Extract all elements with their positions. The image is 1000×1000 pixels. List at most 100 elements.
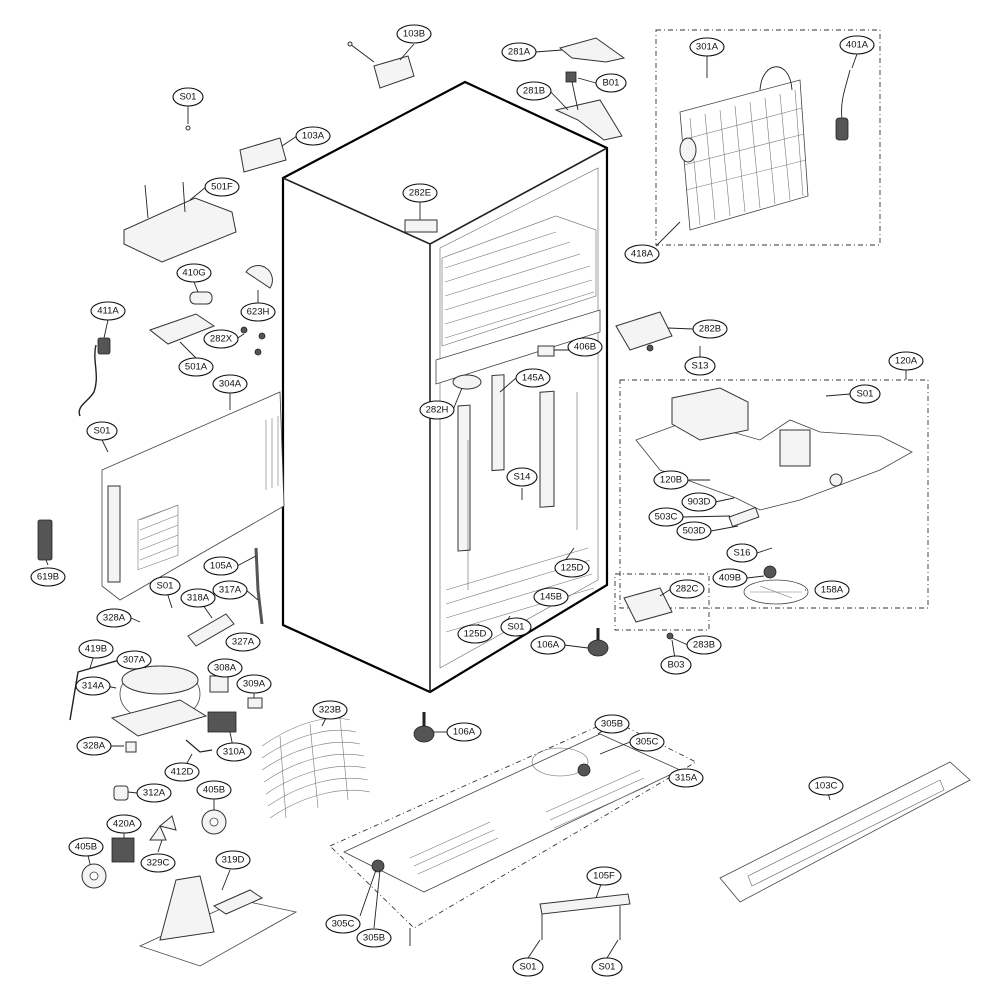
callout-503C[interactable]: 503C [648, 507, 684, 527]
callout-412D[interactable]: 412D [164, 762, 200, 782]
callout-145B[interactable]: 145B [533, 587, 569, 607]
svg-text:319D: 319D [222, 855, 245, 866]
callout-419B[interactable]: 419B [78, 639, 114, 659]
callout-282B[interactable]: 282B [692, 319, 728, 339]
callout-623H[interactable]: 623H [240, 302, 276, 322]
callout-619B[interactable]: 619B [30, 567, 66, 587]
fan-shroud [138, 875, 298, 967]
callout-328A[interactable]: 328A [96, 608, 132, 628]
callout-120A[interactable]: 120A [888, 351, 924, 371]
callout-307A[interactable]: 307A [116, 650, 152, 670]
callout-503D[interactable]: 503D [676, 521, 712, 541]
svg-text:318A: 318A [187, 593, 210, 604]
part-103B-shape [373, 55, 415, 89]
svg-text:419B: 419B [85, 644, 107, 655]
svg-text:409B: 409B [719, 573, 741, 584]
svg-text:327A: 327A [232, 637, 255, 648]
callout-125D[interactable]: 125D [554, 558, 590, 578]
callout-103A[interactable]: 103A [295, 126, 331, 146]
callout-S01[interactable]: S01 [849, 384, 881, 404]
callout-405B[interactable]: 405B [68, 837, 104, 857]
svg-text:282H: 282H [426, 405, 449, 416]
callout-S16[interactable]: S16 [726, 543, 758, 563]
callout-305B[interactable]: 305B [594, 714, 630, 734]
svg-text:282C: 282C [676, 584, 699, 595]
callout-312A[interactable]: 312A [136, 783, 172, 803]
callout-323B[interactable]: 323B [312, 700, 348, 720]
callout-103C[interactable]: 103C [808, 776, 844, 796]
callout-158A[interactable]: 158A [814, 580, 850, 600]
callout-B03[interactable]: B03 [660, 655, 692, 675]
callout-103B[interactable]: 103B [396, 24, 432, 44]
svg-text:282B: 282B [699, 324, 721, 335]
callout-106A[interactable]: 106A [530, 635, 566, 655]
svg-text:125D: 125D [464, 629, 487, 640]
callout-120B[interactable]: 120B [653, 470, 689, 490]
callout-125D[interactable]: 125D [457, 624, 493, 644]
callout-305B[interactable]: 305B [356, 928, 392, 948]
callout-329C[interactable]: 329C [140, 853, 176, 873]
callout-S14[interactable]: S14 [506, 467, 538, 487]
callout-405B[interactable]: 405B [196, 780, 232, 800]
callout-S01[interactable]: S01 [500, 617, 532, 637]
callout-305C[interactable]: 305C [629, 732, 665, 752]
callout-106A[interactable]: 106A [446, 722, 482, 742]
callout-S01[interactable]: S01 [591, 957, 623, 977]
callout-310A[interactable]: 310A [216, 742, 252, 762]
part-282B-shape [615, 311, 673, 351]
callout-281A[interactable]: 281A [501, 42, 537, 62]
callout-105F[interactable]: 105F [586, 866, 622, 886]
callout-145A[interactable]: 145A [515, 368, 551, 388]
callout-317A[interactable]: 317A [212, 580, 248, 600]
callout-420A[interactable]: 420A [106, 814, 142, 834]
part-281A-shape [558, 37, 626, 63]
callout-401A[interactable]: 401A [839, 35, 875, 55]
callout-304A[interactable]: 304A [212, 374, 248, 394]
callout-301A[interactable]: 301A [689, 37, 725, 57]
callout-308A[interactable]: 308A [207, 658, 243, 678]
callout-411A[interactable]: 411A [90, 301, 126, 321]
callout-418A[interactable]: 418A [624, 244, 660, 264]
shelf-rails [457, 374, 578, 590]
callout-283B[interactable]: 283B [686, 635, 722, 655]
callout-S01[interactable]: S01 [172, 87, 204, 107]
callout-327A[interactable]: 327A [225, 632, 261, 652]
fan-blade [743, 565, 809, 605]
svg-text:S14: S14 [514, 472, 531, 483]
evaporator [679, 66, 851, 231]
callout-281B[interactable]: 281B [516, 81, 552, 101]
callout-315A[interactable]: 315A [668, 768, 704, 788]
callout-105A[interactable]: 105A [203, 556, 239, 576]
svg-text:282X: 282X [210, 334, 233, 345]
callout-903D[interactable]: 903D [681, 492, 717, 512]
part-281B-shape [554, 99, 623, 141]
callouts: 103B 281A 301A 401A S01 B01 281B 103A 50… [30, 24, 924, 977]
callout-282X[interactable]: 282X [203, 329, 239, 349]
callout-B01[interactable]: B01 [595, 73, 627, 93]
callout-319D[interactable]: 319D [215, 850, 251, 870]
callout-S13[interactable]: S13 [684, 356, 716, 376]
callout-314A[interactable]: 314A [75, 676, 111, 696]
callout-282C[interactable]: 282C [669, 579, 705, 599]
callout-410G[interactable]: 410G [176, 263, 212, 283]
callout-501F[interactable]: 501F [204, 177, 240, 197]
callout-282H[interactable]: 282H [419, 400, 455, 420]
callout-409B[interactable]: 409B [712, 568, 748, 588]
svg-text:281B: 281B [523, 86, 545, 97]
part-406B-shape [537, 345, 555, 357]
callout-328A[interactable]: 328A [76, 736, 112, 756]
callout-S01[interactable]: S01 [86, 421, 118, 441]
svg-text:145B: 145B [540, 592, 562, 603]
callout-309A[interactable]: 309A [236, 674, 272, 694]
callout-282E[interactable]: 282E [402, 183, 438, 203]
part-410G-shape [189, 291, 213, 305]
fan-motor [111, 837, 135, 863]
callout-305C[interactable]: 305C [325, 914, 361, 934]
callout-501A[interactable]: 501A [178, 357, 214, 377]
callout-318A[interactable]: 318A [180, 588, 216, 608]
callout-406B[interactable]: 406B [567, 337, 603, 357]
callout-S01[interactable]: S01 [149, 576, 181, 596]
callout-S01[interactable]: S01 [512, 957, 544, 977]
svg-text:305C: 305C [636, 737, 659, 748]
part-412D-shape [185, 739, 213, 753]
